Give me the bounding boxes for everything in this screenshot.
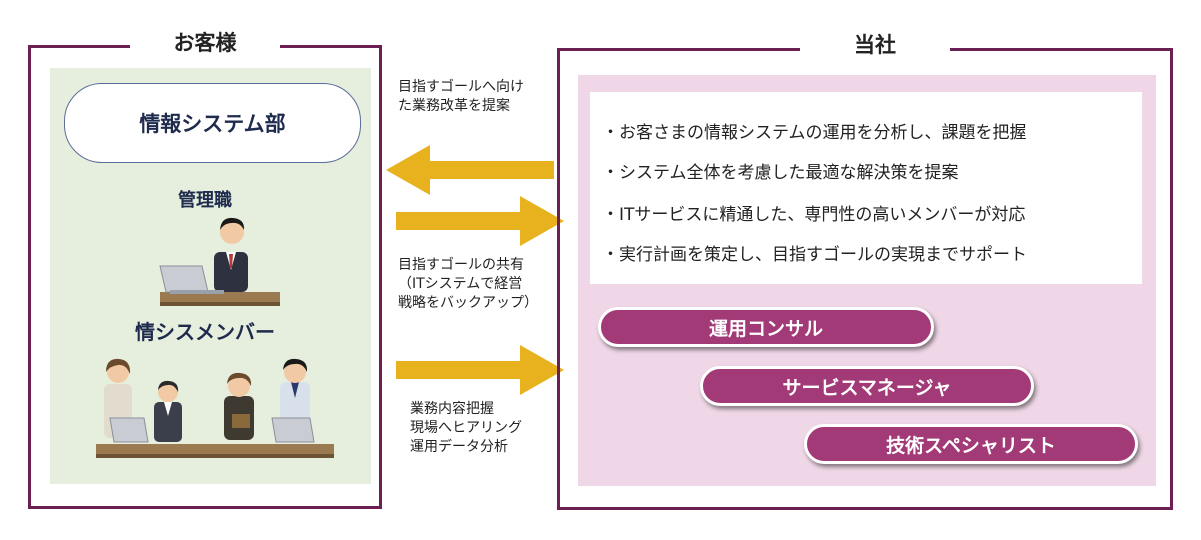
department-box: 情報システム部 (64, 83, 361, 163)
company-title: 当社 (800, 30, 950, 60)
bullet-list: ・お客さまの情報システムの運用を分析し、課題を把握 ・システム全体を考慮した最適… (590, 92, 1142, 284)
arrow-bottom-line-1: 業務内容把握 (410, 401, 494, 417)
members-label: 情シスメンバー (135, 320, 275, 344)
arrow-middle-line-3: 戦略をバックアップ） (398, 295, 538, 311)
arrow-top-text: 目指すゴールへ向け た業務改革を提案 (398, 78, 548, 116)
members-illustration-left (96, 358, 216, 458)
members-illustration-right (214, 358, 334, 458)
arrow-left (386, 145, 554, 195)
arrow-bottom-line-2: 現場へヒアリング (410, 420, 522, 436)
role-pill-consultant: 運用コンサル (598, 307, 934, 347)
bullet-item: ・システム全体を考慮した最適な解決策を提案 (602, 163, 959, 183)
arrow-top-line-1: 目指すゴールへ向け (398, 79, 524, 95)
manager-illustration (159, 217, 280, 306)
role-pill-tech-specialist: 技術スペシャリスト (804, 424, 1138, 464)
arrow-middle-text: 目指すゴールの共有 （ITシステムで経営 戦略をバックアップ） (398, 256, 558, 313)
arrow-right-lower (396, 345, 564, 395)
bullet-item: ・実行計画を策定し、目指すゴールの実現までサポート (602, 245, 1027, 265)
customer-title: お客様 (130, 28, 280, 58)
arrow-middle-line-1: 目指すゴールの共有 (398, 257, 524, 273)
arrow-top-line-2: た業務改革を提案 (398, 98, 510, 114)
bullet-item: ・お客さまの情報システムの運用を分析し、課題を把握 (602, 123, 1027, 143)
arrow-right-upper (396, 196, 564, 246)
bullet-item: ・ITサービスに精通した、専門性の高いメンバーが対応 (602, 205, 1026, 225)
arrow-bottom-line-3: 運用データ分析 (410, 439, 508, 455)
role-pill-service-manager: サービスマネージャ (700, 366, 1034, 406)
arrow-bottom-text: 業務内容把握 現場へヒアリング 運用データ分析 (410, 400, 550, 457)
manager-label: 管理職 (178, 190, 232, 211)
arrow-middle-line-2: （ITシステムで経営 (398, 276, 523, 292)
